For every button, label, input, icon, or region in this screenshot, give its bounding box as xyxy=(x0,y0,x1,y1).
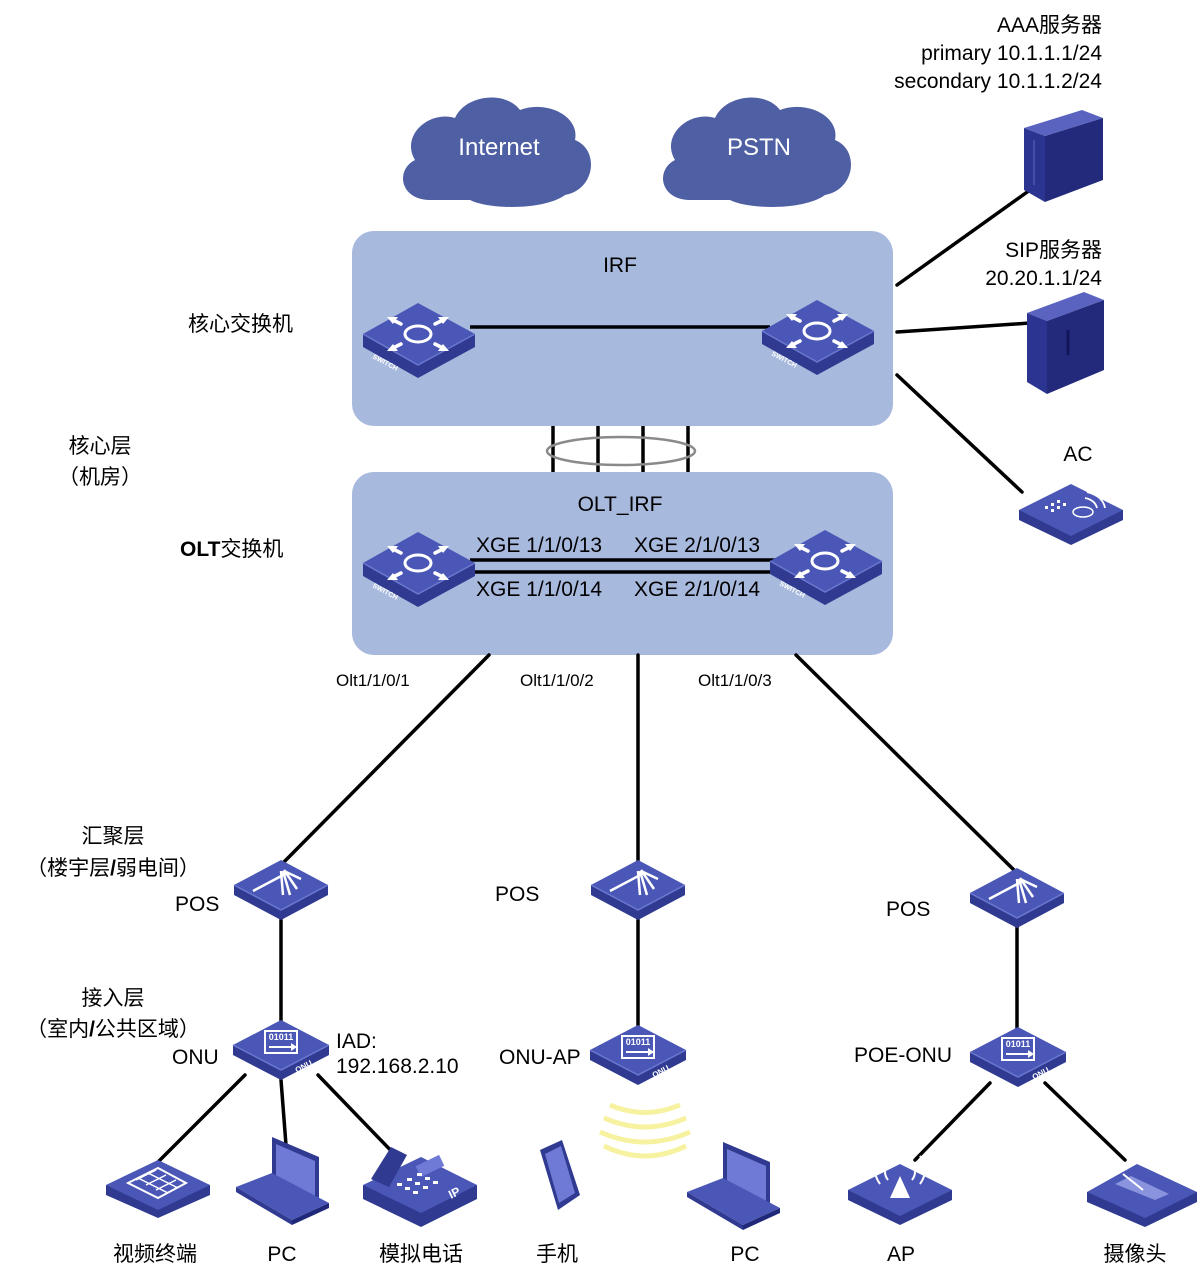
pos-1-label: POS xyxy=(175,893,220,916)
aggregation-sub-pre: （楼宇层 xyxy=(26,857,111,880)
pc-icon xyxy=(236,1137,329,1225)
pstn-cloud xyxy=(663,97,852,207)
pos-1 xyxy=(232,858,330,922)
pos-2-label: POS xyxy=(495,883,540,906)
olt-switch-label-bold: OLT xyxy=(180,538,221,561)
sip-server-icon xyxy=(1027,292,1104,394)
onu-1 xyxy=(232,1019,330,1081)
ac-icon xyxy=(1019,484,1123,545)
aggregation-layer-sub: （楼宇层/弱电间） xyxy=(26,857,200,881)
ac-label: AC xyxy=(1063,443,1093,466)
aggregation-layer-label: 汇聚层 xyxy=(81,825,145,848)
analog-phone-icon: IP xyxy=(363,1147,477,1227)
olt-irf-box xyxy=(352,472,893,655)
pc-label: PC xyxy=(267,1243,297,1266)
port-xge-2-1-0-14: XGE 2/1/0/14 xyxy=(634,578,761,601)
camera-icon xyxy=(1087,1164,1197,1227)
onu-ap-label: ONU-AP xyxy=(499,1046,581,1069)
pc-icon-2 xyxy=(687,1142,780,1230)
olt-switch-label-rest: 交换机 xyxy=(220,538,284,561)
mobile-phone-icon xyxy=(540,1140,580,1210)
olt-switch-label: OLT交换机 xyxy=(180,538,283,562)
poe-onu xyxy=(969,1026,1067,1088)
pos-3-label: POS xyxy=(886,898,931,921)
camera-label: 摄像头 xyxy=(1103,1243,1167,1266)
aaa-server-primary: primary 10.1.1.1/24 xyxy=(921,42,1102,65)
video-terminal-icon xyxy=(106,1160,210,1218)
aggregation-sub-slash: / xyxy=(110,857,116,880)
ap-icon xyxy=(848,1155,952,1225)
pos-2 xyxy=(589,858,687,922)
olt-link-3 xyxy=(794,653,1019,875)
olt-irf-title: OLT_IRF xyxy=(577,493,663,516)
core-layer-label: 核心层 xyxy=(68,435,132,458)
link-aaa xyxy=(895,188,1032,287)
access-layer-label: 接入层 xyxy=(81,987,145,1010)
port-xge-1-1-0-14: XGE 1/1/0/14 xyxy=(476,578,603,601)
analog-phone-label: 模拟电话 xyxy=(379,1243,463,1266)
access-sub-pre: （室内 xyxy=(26,1018,90,1041)
port-xge-2-1-0-13: XGE 2/1/0/13 xyxy=(634,534,761,557)
onu-ap xyxy=(589,1024,687,1086)
olt-port-1-label: Olt1/1/0/1 xyxy=(336,671,410,690)
ap-label: AP xyxy=(886,1243,916,1266)
poe-onu-label: POE-ONU xyxy=(854,1044,953,1067)
olt-link-1 xyxy=(279,653,491,867)
internet-label: Internet xyxy=(458,134,540,161)
core-layer-sub: （机房） xyxy=(58,466,142,489)
svg-text:IP: IP xyxy=(446,1184,462,1202)
irf-title: IRF xyxy=(603,254,637,277)
pc-label-2: PC xyxy=(730,1243,760,1266)
pstn-label: PSTN xyxy=(726,134,792,161)
olt-port-2-label: Olt1/1/0/2 xyxy=(520,671,594,690)
access-sub-slash: / xyxy=(89,1018,95,1041)
pos-3 xyxy=(968,866,1066,930)
link-sip xyxy=(895,321,1032,334)
video-terminal-label: 视频终端 xyxy=(113,1243,197,1266)
sip-server-ip: 20.20.1.1/24 xyxy=(985,267,1102,290)
aaa-server-secondary: secondary 10.1.1.2/24 xyxy=(894,70,1102,93)
access-sub-post: 公共区域） xyxy=(94,1018,200,1041)
aaa-server-title: AAA服务器 xyxy=(996,14,1102,37)
core-switch-label: 核心交换机 xyxy=(188,313,293,336)
access-layer-sub: （室内/公共区域） xyxy=(26,1018,200,1042)
mobile-phone-label: 手机 xyxy=(536,1243,578,1266)
iad-title: IAD: xyxy=(336,1030,377,1053)
internet-cloud xyxy=(403,97,592,207)
wifi-signal-icon xyxy=(598,1102,692,1159)
port-xge-1-1-0-13: XGE 1/1/0/13 xyxy=(476,534,603,557)
link-bundle xyxy=(545,426,697,472)
olt-port-3-label: Olt1/1/0/3 xyxy=(698,671,772,690)
link-ac xyxy=(895,373,1024,494)
sip-server-title: SIP服务器 xyxy=(1005,239,1102,262)
aggregation-sub-post: 弱电间） xyxy=(115,857,200,880)
aaa-server-icon xyxy=(1024,110,1103,202)
onu-label: ONU xyxy=(172,1046,219,1069)
iad-ip: 192.168.2.10 xyxy=(336,1055,459,1078)
